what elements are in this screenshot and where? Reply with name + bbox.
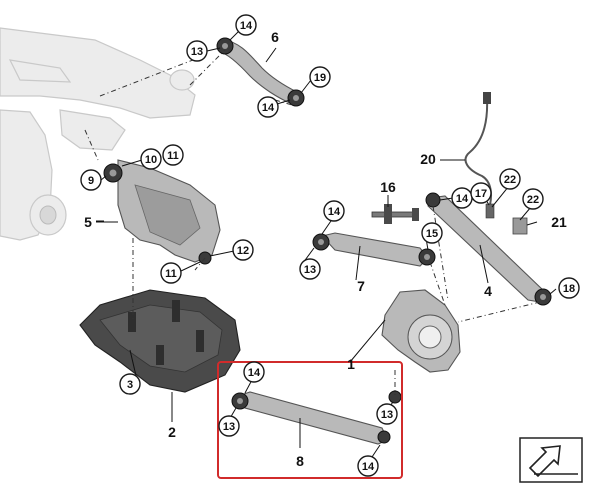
svg-text:13: 13 xyxy=(223,421,235,433)
trailing-arm xyxy=(103,159,221,265)
callout-c13a: 13 xyxy=(186,40,208,62)
svg-text:3: 3 xyxy=(127,379,133,391)
callout-c18: 18 xyxy=(558,277,580,299)
label-l8: 8 xyxy=(296,453,304,469)
svg-text:15: 15 xyxy=(426,228,438,240)
callout-c14c: 14 xyxy=(323,200,345,222)
svg-text:19: 19 xyxy=(314,72,326,84)
callout-c11b: 11 xyxy=(160,262,182,284)
callout-c22a: 22 xyxy=(499,168,521,190)
callout-c14d: 14 xyxy=(451,187,473,209)
svg-text:9: 9 xyxy=(88,175,94,187)
callout-c10: 10 xyxy=(140,148,162,170)
svg-text:12: 12 xyxy=(237,245,249,257)
upper-control-arm xyxy=(216,37,305,107)
label-l1: 1 xyxy=(347,356,355,372)
label-l2: 2 xyxy=(168,424,176,440)
sensor-cable xyxy=(464,92,528,235)
svg-text:10: 10 xyxy=(145,154,157,166)
callout-c9: 9 xyxy=(80,169,102,191)
callout-c11a: 11 xyxy=(162,144,184,166)
label-l4: 4 xyxy=(484,283,492,299)
label-l16: 16 xyxy=(380,179,396,195)
callout-c15: 15 xyxy=(421,222,443,244)
callout-c12: 12 xyxy=(232,239,254,261)
svg-text:13: 13 xyxy=(191,46,203,58)
svg-text:13: 13 xyxy=(304,264,316,276)
callout-c13c: 13 xyxy=(218,415,240,437)
svg-text:14: 14 xyxy=(362,461,375,473)
svg-text:18: 18 xyxy=(563,283,575,295)
control-link xyxy=(425,192,552,306)
bolt xyxy=(371,204,419,224)
navigation-arrow-icon[interactable] xyxy=(519,437,583,483)
label-l5: 5 xyxy=(84,214,92,230)
lower-control-arm xyxy=(231,391,391,445)
svg-text:14: 14 xyxy=(456,193,469,205)
svg-text:17: 17 xyxy=(475,188,487,200)
svg-text:14: 14 xyxy=(248,367,261,379)
callout-c3: 3 xyxy=(119,373,141,395)
leader-lines xyxy=(96,29,557,461)
label-l6: 6 xyxy=(271,29,279,45)
wheel-carrier xyxy=(381,289,461,404)
callout-c13b: 13 xyxy=(299,258,321,280)
label-l7: 7 xyxy=(357,278,365,294)
label-l21: 21 xyxy=(551,214,567,230)
callout-c14e: 14 xyxy=(243,361,265,383)
highlight-box xyxy=(217,361,403,479)
protection-plate xyxy=(79,289,241,393)
svg-text:14: 14 xyxy=(262,102,275,114)
callout-c14b: 14 xyxy=(257,96,279,118)
svg-text:14: 14 xyxy=(240,20,253,32)
assembly-lines xyxy=(84,49,541,395)
svg-text:22: 22 xyxy=(527,194,539,206)
label-l20: 20 xyxy=(420,151,436,167)
subframe-ghost xyxy=(0,27,196,241)
callout-c22b: 22 xyxy=(522,188,544,210)
callout-c14a: 14 xyxy=(235,14,257,36)
svg-text:14: 14 xyxy=(328,206,341,218)
wishbone-arm xyxy=(312,232,436,267)
svg-text:22: 22 xyxy=(504,174,516,186)
svg-text:11: 11 xyxy=(167,150,179,162)
callout-c17: 17 xyxy=(470,182,492,204)
callout-c14f: 14 xyxy=(357,455,379,477)
callout-c19: 19 xyxy=(309,66,331,88)
svg-text:13: 13 xyxy=(381,409,393,421)
callout-c13d: 13 xyxy=(376,403,398,425)
svg-text:11: 11 xyxy=(165,268,177,280)
